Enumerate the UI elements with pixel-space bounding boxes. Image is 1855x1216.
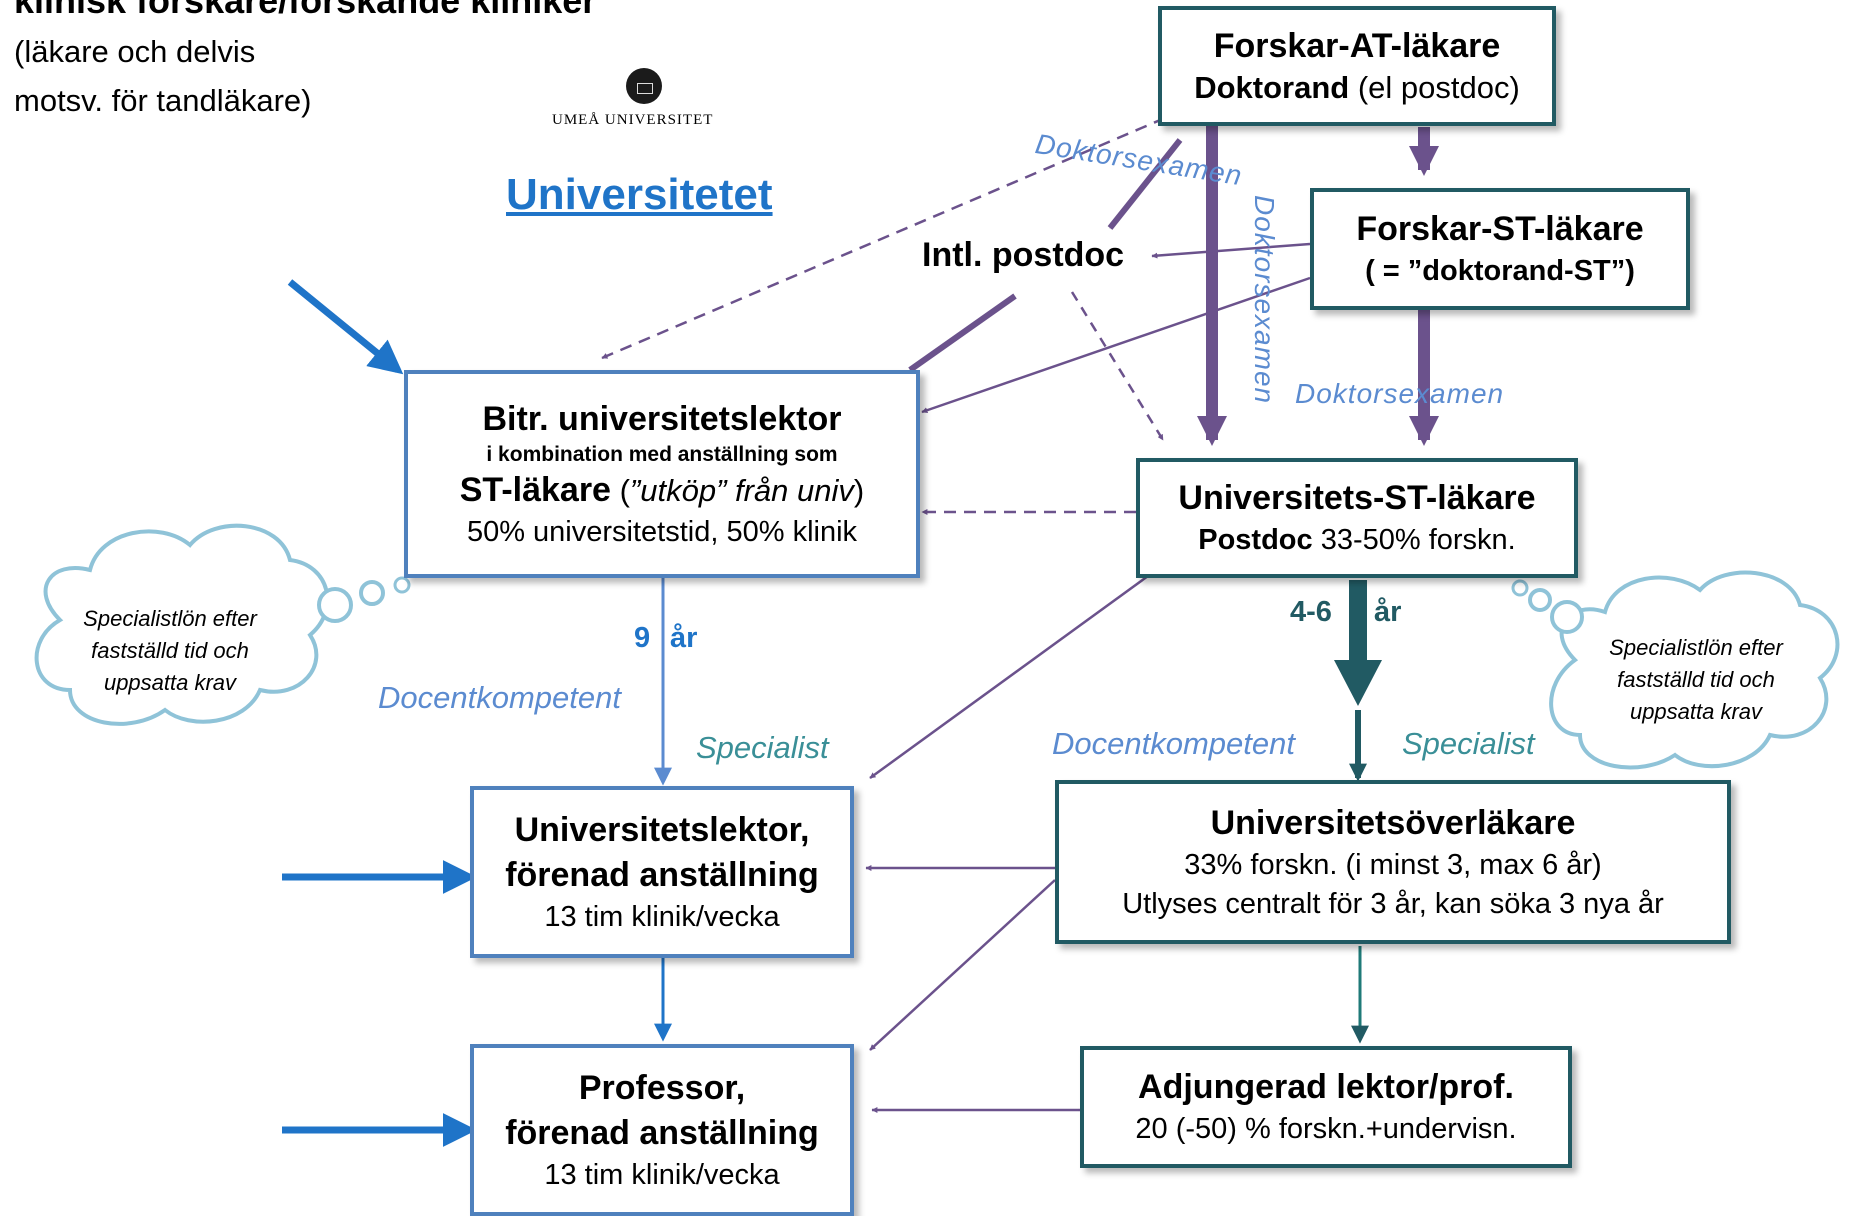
overlakare-research: 33% forskn. (i minst 3, max 6 år) [1184,848,1602,881]
subtitle-line-2: motsv. för tandläkare) [14,83,312,118]
cloud-left-text: Specialistlön efter fastställd tid och u… [60,603,280,699]
overlakare-title: Universitetsöverläkare [1210,803,1576,842]
cloud-right-text: Specialistlön efter fastställd tid och u… [1586,632,1806,728]
label-doktorsexamen-2: Doktorsexamen [1249,195,1280,405]
professor-clinic-hours: 13 tim klinik/vecka [544,1158,780,1191]
university-heading: Universitetet [506,170,773,219]
lektor-title: Universitetslektor, [514,810,810,849]
cloud-right-line-3: uppsatta krav [1629,699,1763,724]
bitr-combination-text: i kombination med anställning som [486,442,838,466]
university-seal-logo [626,68,662,104]
forskar-at-subtitle: Doktorand (el postdoc) [1194,69,1520,105]
subtitle-line-1: (läkare och delvis [14,34,256,69]
thought-bubble-left-1 [317,587,353,623]
bitr-st-line: ST-läkare (”utköp” från univ) [459,470,865,509]
box-forskar-at-lakare: Forskar-AT-läkare Doktorand (el postdoc) [1158,6,1556,126]
arrow-univst-to-overlakare-head [1334,660,1382,706]
cloud-right-line-2: fastställd tid och [1617,667,1775,692]
cloud-right [1549,570,1840,770]
label-specialist-right: Specialist [1402,726,1535,761]
page-title: klinisk forskare/forskande kliniker [14,0,597,21]
arrow-incoming-to-bitr [287,279,404,375]
arrow-st-to-intl-postdoc [1151,242,1311,259]
arrow-intl-postdoc-to-bitr [908,293,1017,373]
university-logo-text: UMEÅ UNIVERSITET [552,112,714,128]
forskar-st-subtitle: ( = ”doktorand-ST”) [1365,255,1635,287]
box-universitetslektor: Universitetslektor, förenad anställning … [470,786,854,958]
bitr-title: Bitr. universitetslektor [482,399,842,438]
box-adjungerad: Adjungerad lektor/prof. 20 (-50) % forsk… [1080,1046,1572,1168]
cloud-left [34,523,330,726]
box-forskar-st-lakare: Forskar-ST-läkare ( = ”doktorand-ST”) [1310,188,1690,310]
cloud-right-line-1: Specialistlön efter [1609,635,1783,660]
label-years-9-unit: år [670,622,698,654]
univ-st-title: Universitets-ST-läkare [1178,479,1536,517]
lektor-clinic-hours: 13 tim klinik/vecka [544,900,780,933]
overlakare-announcement: Utlyses centralt för 3 år, kan söka 3 ny… [1122,887,1664,920]
bitr-time-split: 50% universitetstid, 50% klinik [466,515,858,548]
univ-st-subtitle: Postdoc 33-50% forskn. [1198,524,1516,556]
cloud-left-line-3: uppsatta krav [103,670,237,695]
box-universitets-st-lakare: Universitets-ST-läkare Postdoc 33-50% fo… [1136,458,1578,578]
professor-employment: förenad anställning [505,1113,819,1152]
adjungerad-title: Adjungerad lektor/prof. [1138,1068,1514,1106]
thought-bubble-left-3 [393,576,411,594]
thought-bubble-right-3 [1511,579,1529,597]
label-years-4-6-unit: år [1374,596,1402,628]
label-years-9: 9 [634,622,651,654]
thought-bubble-right-1 [1550,600,1584,634]
label-docentkompetent-right: Docentkompetent [1052,726,1295,761]
thought-bubble-left-2 [359,580,385,606]
label-docentkompetent-left: Docentkompetent [378,680,621,715]
label-specialist-left: Specialist [696,730,829,765]
box-professor: Professor, förenad anställning 13 tim kl… [470,1044,854,1216]
cloud-left-line-2: fastställd tid och [91,638,249,663]
arrow-univst-to-lektor [869,574,1149,780]
dashed-arrow-intl-postdoc-to-univst [1070,291,1165,441]
cloud-left-line-1: Specialistlön efter [83,606,257,631]
arrow-overlakare-to-professor [869,879,1056,1051]
box-bitr-universitetslektor: Bitr. universitetslektor i kombination m… [404,370,920,578]
dashed-arrow-at-to-bitr [601,116,1166,360]
arrow-at-to-intl-postdoc [1107,138,1183,230]
box-universitetsoverlakare: Universitetsöverläkare 33% forskn. (i mi… [1055,780,1731,944]
professor-title: Professor, [578,1068,746,1107]
lektor-employment: förenad anställning [505,855,819,894]
label-years-4-6: 4-6 [1290,596,1332,628]
label-doktorsexamen-3: Doktorsexamen [1295,378,1505,409]
arrow-st-to-bitr [921,276,1311,414]
label-intl-postdoc: Intl. postdoc [922,236,1125,274]
forskar-at-title: Forskar-AT-läkare [1213,26,1501,65]
thought-bubble-right-2 [1528,588,1552,612]
adjungerad-research: 20 (-50) % forskn.+undervisn. [1135,1113,1517,1145]
forskar-st-title: Forskar-ST-läkare [1356,210,1644,248]
